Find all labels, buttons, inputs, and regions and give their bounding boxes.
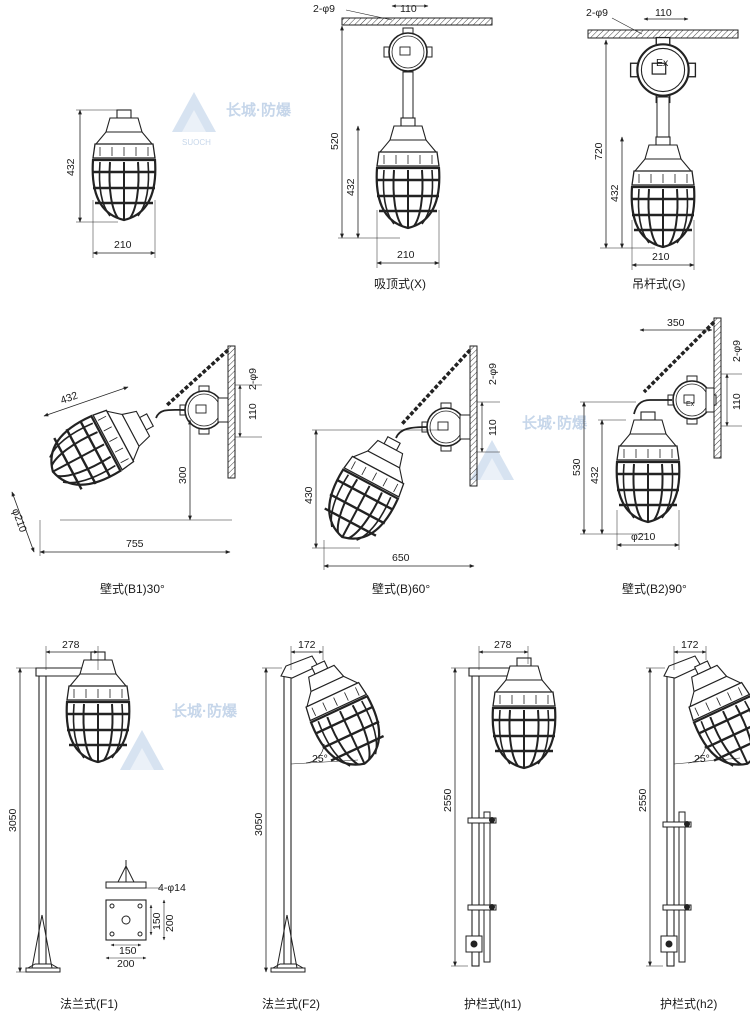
f1-inner-a-label: 150 xyxy=(119,945,137,957)
rod-junction-box xyxy=(629,36,697,104)
watermark-bottom: 长城·防爆 xyxy=(120,702,238,770)
ceiling-mount-view: 110 2-φ9 520 432 210 吸顶式(X) xyxy=(313,3,493,291)
caption-wall-b1: 壁式(B1)30° xyxy=(100,581,165,596)
wall-b2-height-label: 432 xyxy=(589,466,601,484)
lamp-drawing xyxy=(91,108,157,222)
caption-flange-f1: 法兰式(F1) xyxy=(60,997,118,1011)
f1-base-plan-detail xyxy=(105,899,147,941)
caption-guard-h2: 护栏式(h2) xyxy=(660,996,717,1011)
wall-b-hole-label: 2-φ9 xyxy=(487,363,499,385)
watermark-top: 长城·防爆 SUOCH xyxy=(172,92,292,147)
wall-b1-view: 110 2-φ9 300 755 432 φ210 壁式(B1)30° xyxy=(9,345,262,596)
wall-b1-length-label: 432 xyxy=(59,389,80,406)
rod-ceiling-plate xyxy=(587,29,739,39)
ceiling-plate xyxy=(341,17,493,26)
wall-b-view: 110 2-φ9 430 650 壁式(B)60° xyxy=(303,345,500,596)
h2-arm-label: 172 xyxy=(681,639,699,651)
wall-b-lamp-drawing xyxy=(313,424,423,554)
wall-b-wall xyxy=(469,345,478,487)
ceiling-lamp-drawing xyxy=(375,116,441,230)
guard-h1-view: 278 2550 护栏式(h1) xyxy=(442,639,557,1011)
wall-b1-mount-width-label: 110 xyxy=(247,403,259,420)
flange-f1-view: 278 3050 4-φ14 150 200 150 200 法兰式(F1) xyxy=(7,639,186,1011)
wall-b1-reach-label: 755 xyxy=(126,538,144,550)
guard-h2-view: 172 25° 2550 护栏式(h2) xyxy=(637,639,750,1011)
f1-base-side-detail xyxy=(105,860,147,889)
wall-b2-reach-label: 350 xyxy=(667,317,685,329)
watermark-brand-3: 长城·防爆 xyxy=(172,702,238,720)
h2-pole xyxy=(666,675,675,967)
caption-guard-h1: 护栏式(h1) xyxy=(464,996,521,1011)
watermark-brand: 长城·防爆 xyxy=(226,101,292,119)
wall-b2-wall xyxy=(713,317,722,459)
h2-angle-label: 25° xyxy=(694,753,710,765)
f1-inner-b-label: 150 xyxy=(151,912,163,930)
ceiling-total-height-label: 520 xyxy=(329,132,341,150)
wall-b-drop-label: 430 xyxy=(303,486,315,504)
rod-mount-view: 110 2-φ9 Ex 720 432 210 吊杆式(G) xyxy=(586,7,739,291)
f1-arm-label: 278 xyxy=(62,639,80,651)
wall-b2-mount-width-label: 110 xyxy=(731,393,743,410)
wall-b2-diameter-label: φ210 xyxy=(631,531,655,543)
wall-b2-lamp-drawing xyxy=(615,410,681,524)
rod-mount-width-label: 110 xyxy=(655,7,672,19)
wall-b2-total-height-label: 530 xyxy=(571,458,583,476)
flange-f2-view: 172 25° 3050 法兰式(F2) xyxy=(253,639,395,1011)
basic-height-label: 432 xyxy=(65,158,77,176)
f2-arm-label: 172 xyxy=(298,639,316,651)
caption-wall-b: 壁式(B)60° xyxy=(372,581,430,596)
ceiling-hole-label: 2-φ9 xyxy=(313,3,335,15)
watermark-latin: SUOCH xyxy=(182,138,211,147)
wall-b1-lamp-drawing xyxy=(36,391,166,501)
rod-box-mark: Ex xyxy=(656,57,669,69)
watermark-middle: 长城·防爆 xyxy=(470,414,588,480)
h1-arm-label: 278 xyxy=(494,639,512,651)
f2-pole xyxy=(283,675,292,965)
h1-pole-height-label: 2550 xyxy=(442,788,454,812)
rod-height-label: 432 xyxy=(609,184,621,202)
f1-pole xyxy=(38,675,47,965)
f1-bolts-label: 4-φ14 xyxy=(158,882,186,894)
ceiling-height-label: 432 xyxy=(345,178,357,196)
rod-hole-label: 2-φ9 xyxy=(586,7,608,19)
ceiling-diameter-label: 210 xyxy=(397,249,415,261)
caption-rod: 吊杆式(G) xyxy=(632,277,685,291)
f2-pole-height-label: 3050 xyxy=(253,812,265,836)
wall-b-chain xyxy=(400,348,472,426)
caption-ceiling: 吸顶式(X) xyxy=(374,277,426,291)
h2-guardrail xyxy=(678,811,686,963)
f2-angle-label: 25° xyxy=(312,753,328,765)
f1-outer-b-label: 200 xyxy=(164,914,176,932)
rod-total-height-label: 720 xyxy=(593,142,605,160)
rod-diameter-label: 210 xyxy=(652,251,670,263)
wall-b2-hole-label: 2-φ9 xyxy=(731,340,743,362)
wall-b2-box-mark: Ex xyxy=(686,401,695,408)
watermark-brand-2: 长城·防爆 xyxy=(522,414,588,432)
wall-b2-view: Ex 350 110 2-φ9 530 432 φ210 壁式(B2)90° xyxy=(571,317,743,596)
wall-b1-chain xyxy=(164,348,230,408)
basic-lamp-view: 432 210 xyxy=(65,108,157,258)
ceiling-mount-width-label: 110 xyxy=(400,3,417,15)
wall-b1-drop-label: 300 xyxy=(177,466,189,484)
wall-b1-hole-label: 2-φ9 xyxy=(247,368,259,390)
h1-guardrail xyxy=(483,811,491,963)
wall-b1-wall xyxy=(227,345,236,479)
caption-wall-b2: 壁式(B2)90° xyxy=(622,581,687,596)
h2-pole-height-label: 2550 xyxy=(637,788,649,812)
wall-b1-diameter-label: φ210 xyxy=(9,507,29,534)
wall-b2-chain xyxy=(642,320,716,394)
f1-pole-height-label: 3050 xyxy=(7,808,19,832)
wall-b-mount-width-label: 110 xyxy=(487,419,499,436)
caption-flange-f2: 法兰式(F2) xyxy=(262,997,320,1011)
rod-lamp-drawing xyxy=(630,135,696,249)
ceiling-junction-box xyxy=(383,27,433,77)
wall-b-reach-label: 650 xyxy=(392,552,410,564)
f1-outer-a-label: 200 xyxy=(117,958,135,970)
basic-diameter-label: 210 xyxy=(114,239,132,251)
